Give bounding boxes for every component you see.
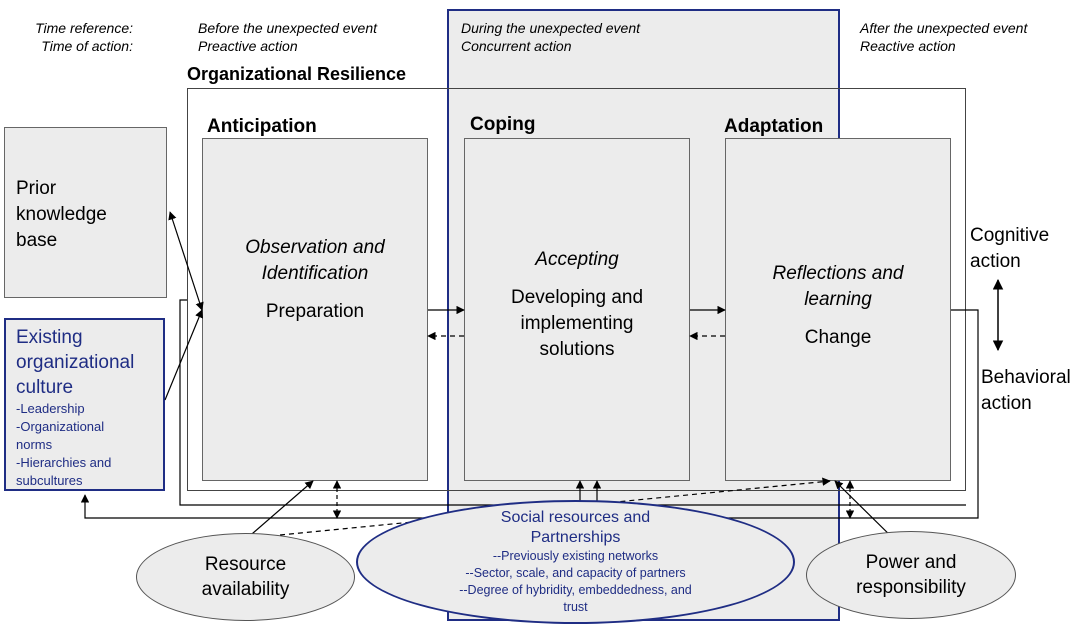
anticipation-italic-line1: Observation and [245,237,385,258]
adaptation-italic-line2: learning [804,289,872,310]
coping-title: Coping [470,114,536,135]
behavioral-action-label: Behavioral action [981,365,1071,417]
social-resources-ellipse: Social resources and Partnerships --Prev… [356,500,795,624]
culture-title-line1: Existing [16,327,83,348]
coping-line1: Developing and [510,287,644,308]
adaptation-italic-line1: Reflections and [772,263,904,284]
social-item2: --Sector, scale, and capacity of partner… [465,566,686,580]
social-item4: trust [563,600,588,614]
power-line2: responsibility [856,577,966,598]
cognitive-line2: action [970,251,1021,272]
prior-knowledge-box: Prior knowledge base [4,127,167,298]
time-reference-label: Time reference: [35,20,133,36]
cognitive-line1: Cognitive [970,225,1050,246]
resource-line2: availability [201,579,290,600]
anticipation-title: Anticipation [207,116,317,137]
social-item3: --Degree of hybridity, embeddedness, and [459,583,692,597]
culture-hierarchies-line2: subcultures [16,473,83,488]
coping-box: Accepting Developing and implementing so… [464,138,690,481]
concurrent-action-label: Concurrent action [461,38,572,54]
behavioral-line2: action [981,393,1032,414]
culture-norms-line1: -Organizational [16,419,105,434]
organizational-resilience-title: Organizational Resilience [187,64,407,84]
coping-line3: solutions [539,339,615,360]
prior-knowledge-line3: base [16,230,58,251]
resource-availability-ellipse: Resource availability [136,533,355,621]
anticipation-preparation: Preparation [265,301,365,322]
power-responsibility-ellipse: Power and responsibility [806,531,1016,619]
social-item1: --Previously existing networks [492,549,659,563]
prior-knowledge-line2: knowledge [16,204,107,225]
resource-line1: Resource [204,554,287,575]
cognitive-action-label: Cognitive action [970,223,1049,275]
reactive-action-label: Reactive action [860,38,956,54]
adaptation-box: Reflections and learning Change [725,138,951,481]
culture-title-line3: culture [16,377,74,398]
anticipation-italic-line2: Identification [261,263,369,284]
during-event-label: During the unexpected event [461,20,641,36]
culture-title-line2: organizational [16,352,135,373]
prior-knowledge-line1: Prior [16,178,57,199]
coping-line2: implementing [520,313,634,334]
after-event-label: After the unexpected event [860,20,1028,36]
culture-norms-line2: norms [16,437,53,452]
before-event-label: Before the unexpected event [198,20,378,36]
power-line1: Power and [865,552,957,573]
behavioral-line1: Behavioral [981,367,1071,388]
adaptation-change: Change [804,327,872,348]
culture-leadership: -Leadership [16,401,85,416]
organizational-culture-box: Existing organizational culture -Leaders… [4,318,165,491]
social-title-line1: Social resources and [500,509,651,526]
time-of-action-label: Time of action: [41,38,133,54]
anticipation-box: Observation and Identification Preparati… [202,138,428,481]
preactive-action-label: Preactive action [198,38,298,54]
coping-accepting: Accepting [535,249,619,270]
adaptation-title: Adaptation [724,116,824,137]
culture-hierarchies-line1: -Hierarchies and [16,455,112,470]
social-title-line2: Partnerships [530,529,621,546]
